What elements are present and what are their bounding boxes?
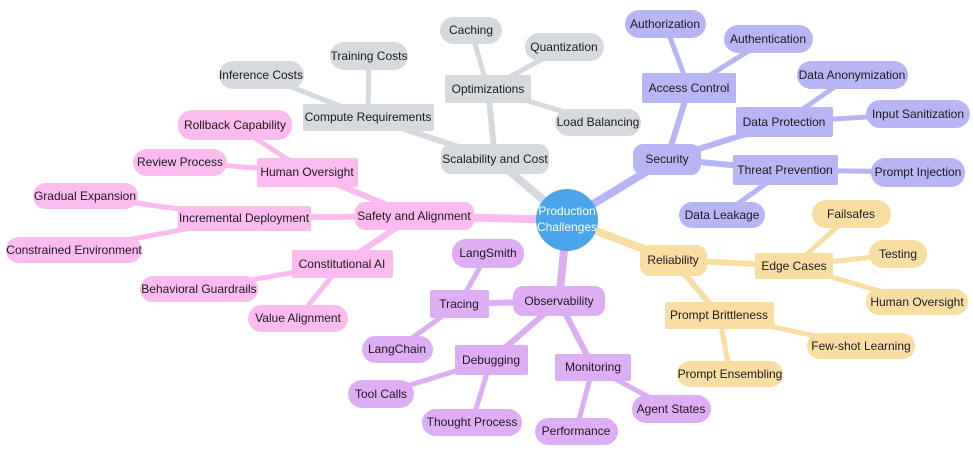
- mindmap-node-caching[interactable]: Caching: [440, 16, 502, 44]
- mindmap-node-security[interactable]: Security: [633, 143, 701, 175]
- mindmap-node-scalability_and_cost[interactable]: Scalability and Cost: [441, 144, 549, 174]
- mindmap-node-input_sanitization[interactable]: Input Sanitization: [866, 100, 970, 128]
- mindmap-node-authentication[interactable]: Authentication: [723, 25, 813, 53]
- mindmap-node-debugging[interactable]: Debugging: [454, 345, 528, 375]
- mindmap-node-load_balancing[interactable]: Load Balancing: [555, 108, 641, 136]
- mindmap-node-constrained_environment[interactable]: Constrained Environment: [6, 237, 142, 263]
- mindmap-node-gradual_expansion[interactable]: Gradual Expansion: [32, 183, 138, 209]
- mindmap-node-behavioral_guardrails[interactable]: Behavioral Guardrails: [140, 276, 258, 302]
- mindmap-node-optimizations[interactable]: Optimizations: [445, 75, 531, 103]
- mindmap-node-tool_calls[interactable]: Tool Calls: [348, 380, 414, 408]
- mindmap-node-inference_costs[interactable]: Inference Costs: [218, 61, 304, 89]
- mindmap-node-few_shot_learning[interactable]: Few-shot Learning: [807, 333, 915, 359]
- mindmap-node-human_oversight_left[interactable]: Human Oversight: [256, 157, 358, 187]
- root-label-line1: Production: [538, 204, 596, 219]
- mindmap-node-failsafes[interactable]: Failsafes: [811, 200, 891, 228]
- mindmap-node-agent_states[interactable]: Agent States: [631, 395, 711, 423]
- mindmap-node-prompt_injection[interactable]: Prompt Injection: [871, 157, 965, 187]
- mindmap-node-authorization[interactable]: Authorization: [624, 10, 706, 38]
- mindmap-node-prompt_ensembling[interactable]: Prompt Ensembling: [677, 361, 783, 387]
- mindmap-node-prompt_brittleness[interactable]: Prompt Brittleness: [664, 301, 774, 329]
- mindmap-node-safety_and_alignment[interactable]: Safety and Alignment: [354, 202, 474, 230]
- mindmap-node-rollback_capability[interactable]: Rollback Capability: [178, 110, 292, 140]
- mindmap-node-edge_cases[interactable]: Edge Cases: [755, 253, 833, 279]
- root-node-production-challenges[interactable]: Production Challenges: [536, 189, 598, 251]
- mindmap-node-performance[interactable]: Performance: [534, 417, 618, 445]
- mindmap-node-tracing[interactable]: Tracing: [429, 290, 489, 318]
- mindmap-node-langchain[interactable]: LangChain: [361, 335, 433, 363]
- mindmap-node-thought_process[interactable]: Thought Process: [422, 408, 522, 436]
- mindmap-node-monitoring[interactable]: Monitoring: [555, 353, 631, 381]
- mindmap-node-testing[interactable]: Testing: [869, 240, 927, 268]
- mindmap-node-data_anonymization[interactable]: Data Anonymization: [796, 61, 908, 89]
- mindmap-node-human_oversight_right[interactable]: Human Oversight: [866, 289, 968, 315]
- root-label-line2: Challenges: [536, 220, 598, 234]
- mindmap-node-data_leakage[interactable]: Data Leakage: [679, 202, 765, 228]
- mindmap-node-review_process[interactable]: Review Process: [133, 148, 227, 176]
- mindmap-node-compute_requirements[interactable]: Compute Requirements: [302, 103, 434, 131]
- mindmap-node-data_protection[interactable]: Data Protection: [735, 107, 833, 137]
- mindmap-node-langsmith[interactable]: LangSmith: [452, 238, 524, 268]
- mindmap-node-value_alignment[interactable]: Value Alignment: [248, 304, 348, 332]
- mindmap-node-observability[interactable]: Observability: [513, 286, 605, 316]
- mindmap-node-threat_prevention[interactable]: Threat Prevention: [732, 155, 838, 185]
- mindmap-node-reliability[interactable]: Reliability: [639, 244, 707, 276]
- mindmap-node-training_costs[interactable]: Training Costs: [330, 42, 408, 70]
- mindmap-node-access_control[interactable]: Access Control: [642, 73, 736, 103]
- mindmap-node-constitutional_ai[interactable]: Constitutional AI: [291, 250, 393, 278]
- mindmap-node-incremental_deployment[interactable]: Incremental Deployment: [177, 205, 311, 231]
- mindmap-node-quantization[interactable]: Quantization: [524, 33, 604, 61]
